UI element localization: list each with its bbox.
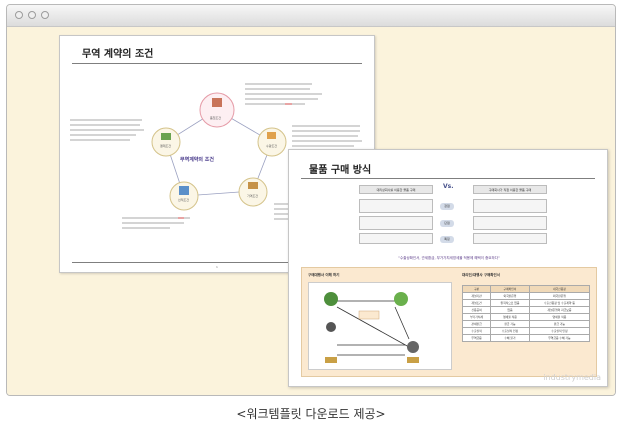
table-cell: 외국환은행 — [528, 292, 591, 300]
table-header-cell: 구분 — [461, 285, 492, 293]
table-cell: 수출실적 인정 — [490, 327, 530, 335]
flow-diagram — [324, 292, 419, 363]
node-payment: 결제조건 — [160, 144, 172, 148]
node-quantity: 수량조건 — [266, 144, 278, 148]
pill-feature: 특징 — [440, 236, 454, 243]
minimize-window-icon[interactable] — [28, 11, 36, 19]
close-window-icon[interactable] — [15, 11, 23, 19]
title-divider — [301, 178, 595, 179]
title-divider — [72, 63, 362, 64]
table-cell: 환급 가능 — [490, 320, 530, 328]
node-shipment: 선적조건 — [178, 198, 190, 202]
brand-watermark: industrymedia — [543, 373, 601, 382]
right-box-1 — [473, 199, 547, 213]
pill-disadvantage: 단점 — [440, 220, 454, 227]
table-row: 부가가치세 영세율 적용 영세율 적용 — [461, 313, 591, 321]
slide-title: 무역 계약의 조건 — [82, 49, 154, 60]
table-cell: 개설기관 — [461, 292, 492, 300]
table-cell: 무역금융 수혜 가능 — [528, 334, 591, 342]
table-cell: 수출실적 — [461, 327, 492, 335]
table-cell: 개설은행의 지급보증 — [528, 306, 591, 314]
left-box-3 — [359, 233, 433, 244]
page-number: 1 — [216, 265, 218, 269]
table-header-cell: 구매확인서 — [490, 285, 530, 293]
table-cell: 없음 — [490, 306, 530, 314]
table-cell: 영세율 적용 — [528, 313, 591, 321]
table-row: 관세환급 환급 가능 환급 가능 — [461, 320, 591, 328]
placeholder-text-lines — [70, 83, 362, 229]
image-caption: <워크템플릿 다운로드 제공> — [236, 407, 386, 421]
table-row: 개설기관 외국환은행 외국환은행 — [461, 292, 591, 300]
right-box-3 — [473, 233, 547, 244]
slide-title: 물품 구매 방식 — [309, 165, 372, 176]
highlight-banner: "수출상확인서, 관세환급, 부가가치세영세율 적용에 혜택이 중요하다" — [398, 256, 500, 260]
table-cell: 수혜 불가 — [490, 334, 530, 342]
table-cell: 원칙적으로 없음 — [490, 299, 530, 307]
left-box-2 — [359, 216, 433, 230]
table-cell: 개설조건 — [461, 299, 492, 307]
lower-right-title: 대리인/대행사 구매확인서 — [462, 273, 500, 277]
table-cell: 외국환은행 — [490, 292, 530, 300]
table-cell: 부가가치세 — [461, 313, 492, 321]
cycle-diagram — [151, 92, 287, 211]
table-row: 신용공여 없음 개설은행의 지급보증 — [461, 306, 591, 314]
table-cell: 수출신용장 및 수출계약 등 — [528, 299, 591, 307]
flow-diagram-panel — [308, 282, 452, 370]
lower-left-title: 구매대행사 이해 하기 — [308, 273, 340, 277]
table-row: 수출실적 수출실적 인정 수출실적 인정 — [461, 327, 591, 335]
left-box-1 — [359, 199, 433, 213]
window-titlebar — [7, 5, 615, 27]
left-header: 대리상회사를 이용한 물품 구매 — [359, 185, 433, 194]
table-cell: 관세환급 — [461, 320, 492, 328]
maximize-window-icon[interactable] — [41, 11, 49, 19]
node-quality: 품질조건 — [210, 116, 222, 120]
slide-purchase-methods[interactable]: 물품 구매 방식 대리상회사를 이용한 물품 구매 Vs. 구매회사가 직접 이… — [288, 149, 608, 387]
diagram-center-label: 무역계약의 조건 — [180, 157, 214, 163]
table-cell: 환급 가능 — [528, 320, 591, 328]
table-cell: 영세율 적용 — [490, 313, 530, 321]
browser-window: 무역 계약의 조건 품질조건 수량조건 가격조건 선적조건 결제조건 무역계약의… — [6, 4, 616, 396]
pill-advantage: 장점 — [440, 203, 454, 210]
right-box-2 — [473, 216, 547, 230]
right-header: 구매회사가 직접 이용한 물품 구매 — [473, 185, 547, 194]
footer-divider — [72, 262, 362, 263]
comparison-section: 구매대행사 이해 하기 대리인/대행사 구매확인서 — [301, 267, 597, 377]
table-cell: 신용공여 — [461, 306, 492, 314]
comparison-table: 구분 구매확인서 내국신용장 개설기관 외국환은행 외국환은행 개설조건 원칙적… — [461, 285, 591, 342]
table-cell: 무역금융 — [461, 334, 492, 342]
table-row: 개설조건 원칙적으로 없음 수출신용장 및 수출계약 등 — [461, 299, 591, 307]
table-header-cell: 내국신용장 — [528, 285, 591, 293]
vs-label: Vs. — [443, 183, 454, 190]
table-row: 무역금융 수혜 불가 무역금융 수혜 가능 — [461, 334, 591, 342]
node-price: 가격조건 — [247, 194, 259, 198]
table-cell: 수출실적 인정 — [528, 327, 591, 335]
